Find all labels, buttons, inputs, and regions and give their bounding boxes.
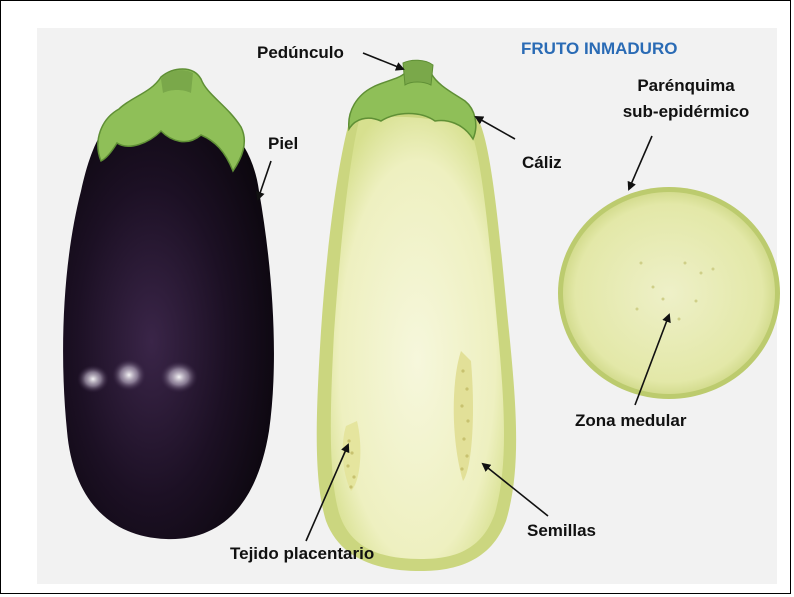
label-tejido-placentario: Tejido placentario [230,544,374,564]
label-parenquima-line1: Parénquima [611,76,761,96]
label-zona-medular: Zona medular [575,411,686,431]
cross-section-slice [558,187,780,399]
label-parenquima-line2: sub-epidérmico [611,102,761,122]
label-pedunculo: Pedúnculo [257,43,344,63]
label-caliz: Cáliz [522,153,562,173]
label-parenquima: Parénquima sub-epidérmico [611,76,761,122]
figure-title: FRUTO INMADURO [521,39,677,59]
whole-eggplant [63,101,274,540]
label-piel: Piel [268,134,298,154]
label-semillas: Semillas [527,521,596,541]
